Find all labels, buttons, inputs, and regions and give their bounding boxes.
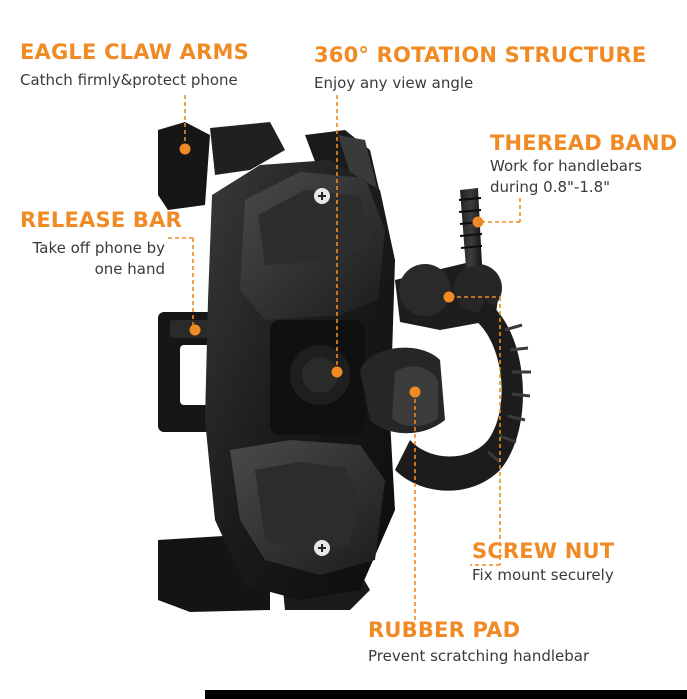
release-bar-desc-line-2: one hand — [94, 260, 165, 278]
rotation-structure-desc-line-1: Enjoy any view angle — [314, 74, 474, 92]
rotation-structure-title: 360° ROTATION STRUCTURE — [314, 43, 647, 67]
thread-band-desc: Work for handlebars during 0.8"-1.8" — [490, 156, 642, 198]
rubber-pad-title: RUBBER PAD — [368, 618, 521, 642]
rubber-pad-desc: Prevent scratching handlebar — [368, 646, 589, 667]
rotation-structure-desc: Enjoy any view angle — [314, 73, 473, 94]
rubber-pad-desc-line-1: Prevent scratching handlebar — [368, 647, 590, 665]
release-bar-desc-line-1: Take off phone by — [32, 239, 165, 257]
eagle-claw-arms-desc-line-1: Cathch firmly&protect phone — [20, 71, 238, 89]
release-bar-title: RELEASE BAR — [20, 208, 182, 232]
screw-nut-desc: Fix mount securely — [472, 565, 614, 586]
bottom-black-bar — [205, 690, 687, 699]
release-bar-desc: Take off phone by one hand — [20, 238, 165, 280]
screw-nut-title: SCREW NUT — [472, 539, 615, 563]
thread-band-title: THEREAD BAND — [490, 131, 678, 155]
thread-band-desc-line-2: during 0.8"-1.8" — [490, 178, 611, 196]
screw-nut-desc-line-1: Fix mount securely — [472, 566, 614, 584]
eagle-claw-arms-desc: Cathch firmly&protect phone — [20, 70, 238, 91]
thread-band-desc-line-1: Work for handlebars — [490, 157, 642, 175]
eagle-claw-arms-title: EAGLE CLAW ARMS — [20, 40, 249, 64]
